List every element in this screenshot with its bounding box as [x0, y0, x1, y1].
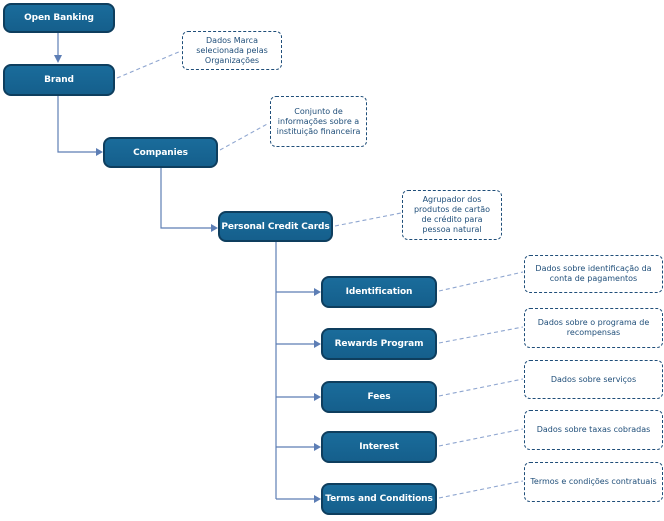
node-interest: Interest	[321, 431, 437, 463]
node-open-banking: Open Banking	[3, 3, 115, 33]
annotation-rewards-program: Dados sobre o programa de recompensas	[524, 308, 663, 348]
annotation-personal-credit-cards: Agrupador dos produtos de cartão de créd…	[402, 190, 502, 240]
annotation-terms-and-conditions: Termos e condições contratuais	[524, 462, 663, 502]
node-companies: Companies	[103, 137, 218, 168]
node-brand: Brand	[3, 64, 115, 96]
node-fees: Fees	[321, 381, 437, 413]
annotation-fees: Dados sobre serviços	[524, 360, 663, 399]
node-personal-credit-cards: Personal Credit Cards	[218, 211, 333, 242]
annotation-companies: Conjunto de informações sobre a institui…	[270, 96, 367, 147]
annotation-identification: Dados sobre identificação da conta de pa…	[524, 255, 663, 293]
node-identification: Identification	[321, 276, 437, 308]
node-terms-and-conditions: Terms and Conditions	[321, 483, 437, 515]
annotation-brand: Dados Marca selecionada pelas Organizaçõ…	[182, 31, 282, 70]
node-rewards-program: Rewards Program	[321, 328, 437, 360]
annotation-interest: Dados sobre taxas cobradas	[524, 410, 663, 450]
